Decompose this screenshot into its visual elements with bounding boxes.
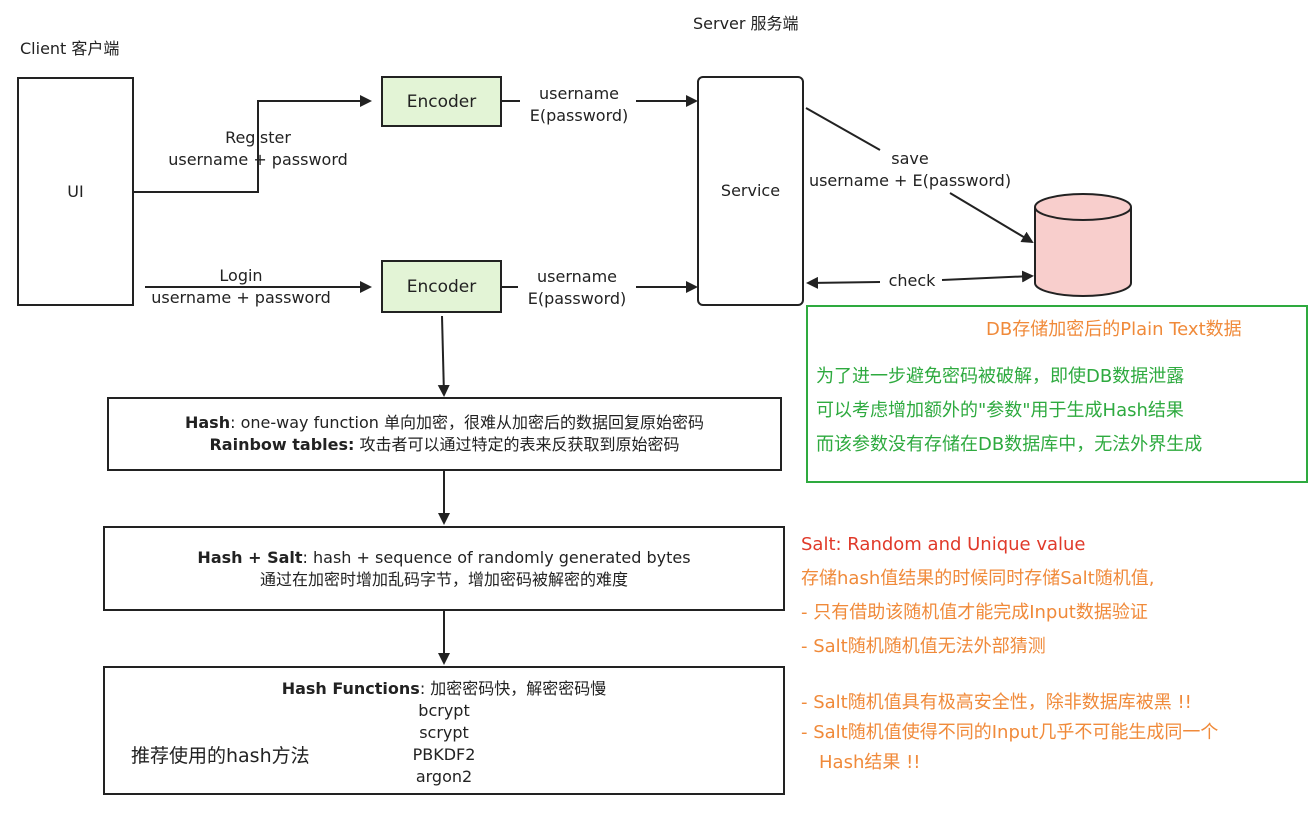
salt-note-title: Salt: Random and Unique value — [801, 534, 1086, 555]
salt-note-lines-2: - Salt随机值具有极高安全性，除非数据库被黑 !! - Salt随机值使得不… — [801, 692, 1219, 773]
service-box: Service — [697, 76, 804, 306]
enc-to-hash-arrow — [437, 315, 450, 397]
register-arrow — [133, 95, 372, 193]
hash-function-item: bcrypt — [418, 701, 470, 720]
database-cylinder — [1034, 193, 1132, 297]
ui-label: UI — [67, 181, 84, 201]
hash-functions-term: Hash Functions — [281, 679, 420, 698]
save-arrow — [805, 107, 1032, 242]
salt-term: Hash + Salt — [197, 547, 303, 567]
salt-note-lines: 存储hash值结果的时候同时存储Salt随机值, - 只有借助该随机值才能完成I… — [801, 568, 1155, 657]
hash-term: Hash — [184, 413, 231, 432]
db-note-title: DB存储加密后的Plain Text数据 — [986, 319, 1242, 340]
db-note-line: 而该参数没有存储在DB数据库中，无法外界生成 — [816, 434, 1203, 455]
encoder-bottom: Encoder — [381, 260, 502, 313]
db-note-lines: 为了进一步避免密码被破解，即使DB数据泄露 可以考虑增加额外的"参数"用于生成H… — [816, 360, 1202, 462]
hash-function-item: argon2 — [415, 767, 473, 786]
db-note-line: 为了进一步避免密码被破解，即使DB数据泄露 — [816, 366, 1185, 387]
hash-function-item: PBKDF2 — [412, 745, 476, 764]
rainbow-term: Rainbow tables: — [209, 435, 355, 454]
check-arrow — [806, 276, 881, 289]
encoder-top: Encoder — [381, 76, 502, 127]
client-title: Client 客户端 — [20, 39, 120, 58]
server-title: Server 服务端 — [693, 14, 799, 33]
hash-functions-list: Hash Functions: 加密密码快，解密密码慢 bcrypt scryp… — [105, 678, 783, 788]
hash-function-item: scrypt — [419, 723, 469, 742]
check-label: check — [888, 271, 936, 290]
db-note-box: DB存储加密后的Plain Text数据 为了进一步避免密码被破解，即使DB数据… — [806, 305, 1308, 483]
salt-box: Hash + Salt: hash + sequence of randomly… — [103, 526, 785, 611]
recommend-label: 推荐使用的hash方法 — [131, 745, 310, 767]
service-label: Service — [720, 181, 781, 200]
db-note-line: 可以考虑增加额外的"参数"用于生成Hash结果 — [816, 400, 1184, 421]
ui-box: UI — [17, 77, 134, 306]
hash-functions-box: Hash Functions: 加密密码快，解密密码慢 bcrypt scryp… — [103, 666, 785, 795]
hash-box: Hash: one-way function 单向加密，很难从加密后的数据回复原… — [107, 397, 782, 471]
